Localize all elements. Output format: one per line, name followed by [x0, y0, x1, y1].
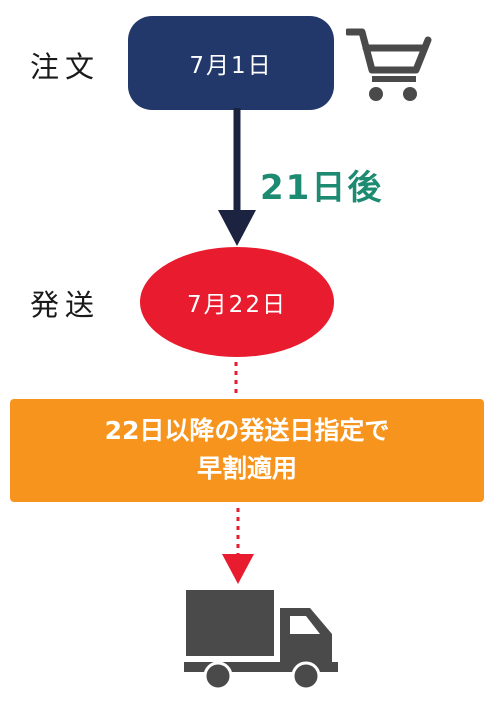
- note-line-2: 早割適用: [196, 454, 297, 483]
- dotted-connector: [234, 362, 238, 398]
- order-date-box: 7月1日: [128, 16, 334, 110]
- dotted-arrow: [222, 508, 254, 584]
- shipping-date-ellipse: 7月22日: [140, 247, 334, 357]
- cart-icon: [346, 28, 432, 101]
- truck-icon: [184, 590, 338, 691]
- order-label: 注文: [30, 50, 101, 84]
- flow-arrow: [218, 108, 256, 246]
- early-discount-note: 22日以降の発送日指定で 早割適用: [10, 399, 484, 502]
- shipping-label: 発送: [30, 288, 101, 322]
- interval-text: 21日後: [260, 168, 384, 208]
- note-line-1: 22日以降の発送日指定で: [104, 416, 390, 445]
- shipping-date-text: 7月22日: [187, 292, 287, 318]
- order-date-text: 7月1日: [189, 53, 273, 79]
